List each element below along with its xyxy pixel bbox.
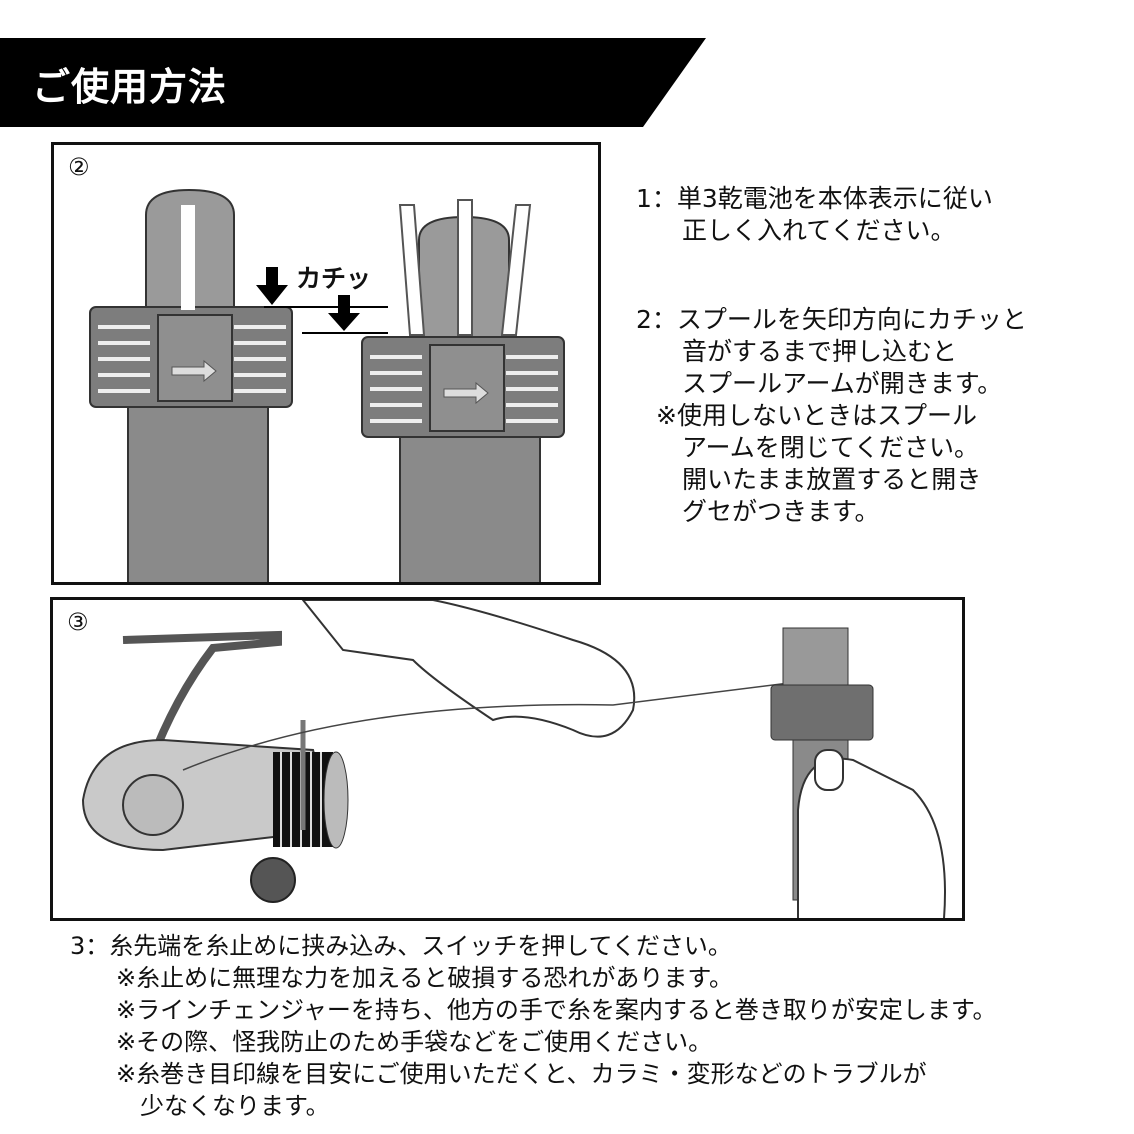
step-3-note: ※ラインチェンジャーを持ち、他方の手で糸を案内すると巻き取りが安定します。 <box>116 996 997 1024</box>
step-3-note: 少なくなります。 <box>140 1092 330 1120</box>
step-3-label: ③ <box>67 608 89 636</box>
spool-holder-illustration <box>89 188 565 582</box>
step-2-note: アームを閉じてください。 <box>682 433 980 462</box>
step-2-note: ※使用しないときはスプール <box>656 401 977 430</box>
step-2-note: グセがつきます。 <box>682 497 880 526</box>
step-3-note: ※糸止めに無理な力を加えると破損する恐れがあります。 <box>116 964 733 992</box>
step-3-line: 3：糸先端を糸止めに挟み込み、スイッチを押してください。 <box>70 932 732 960</box>
step-2-label: ② <box>68 153 90 181</box>
step-1-line: 1：単3乾電池を本体表示に従い <box>636 184 993 213</box>
header-background <box>0 38 706 127</box>
page-title: ご使用方法 <box>32 65 228 109</box>
step-2-line: 音がするまで押し込むと <box>682 337 958 366</box>
step-2-line: スプールアームが開きます。 <box>682 369 1003 398</box>
step-instructions: 1：単3乾電池を本体表示に従い正しく入れてください。 2：スプールを矢印方向にカチ… <box>636 183 1027 528</box>
step-2-line: 2：スプールを矢印方向にカチッと <box>636 305 1027 334</box>
header-banner: ご使用方法 <box>0 38 706 127</box>
illustration-step-2: ② カチッ <box>51 142 601 585</box>
step-3-note: ※その際、怪我防止のため手袋などをご使用ください。 <box>116 1028 713 1056</box>
step-1-line: 正しく入れてください。 <box>682 216 956 245</box>
step-3-note: ※糸巻き目印線を目安にご使用いただくと、カラミ・変形などのトラブルが <box>116 1060 927 1088</box>
line-winding-illustration <box>81 600 946 918</box>
step-2-note: 開いたまま放置すると開き <box>682 465 982 494</box>
illustration-step-3: ③ <box>50 597 965 921</box>
click-callout: カチッ <box>296 264 372 293</box>
step-3-instructions: 3：糸先端を糸止めに挟み込み、スイッチを押してください。 ※糸止めに無理な力を加え… <box>70 930 997 1122</box>
